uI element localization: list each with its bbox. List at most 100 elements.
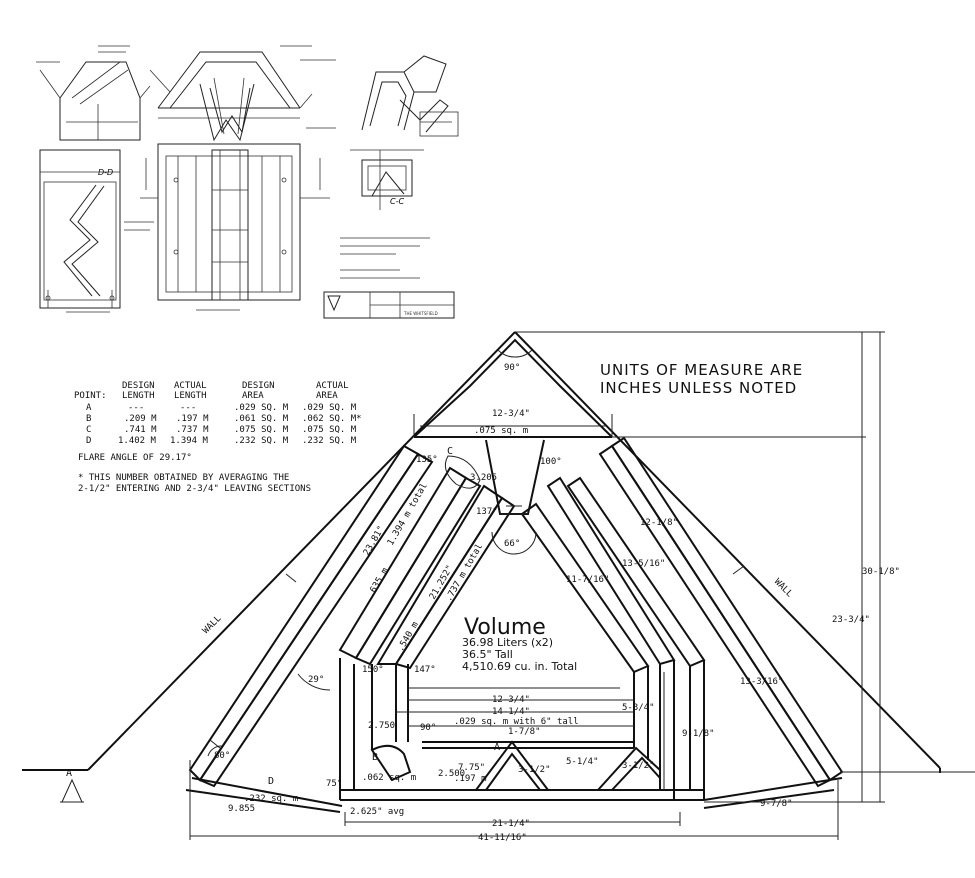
thumb-view-right — [350, 55, 459, 210]
row-d-design-area: .232 SQ. M — [234, 436, 289, 446]
units-note-line1: UNITS OF MEASURE ARE — [600, 361, 803, 379]
dim-2381: 23.81" — [362, 524, 387, 557]
dim-angle-80: 80° — [214, 751, 230, 761]
row-c-point: C — [86, 425, 91, 435]
row-d-point: D — [86, 436, 91, 446]
volume-block: Volume 36.98 Liters (x2) 36.5" Tall 4,51… — [462, 615, 577, 673]
dim-13-5-16: 13-5/16" — [622, 559, 665, 569]
col-point: POINT: — [74, 391, 107, 401]
wall-label-right: WALL — [772, 577, 794, 599]
wall-label-left: WALL — [201, 614, 223, 636]
row-a-design-length: --- — [128, 403, 144, 413]
dim-top-area: .075 sq. m — [474, 426, 528, 436]
col-actual-area-1: ACTUAL — [316, 381, 349, 391]
row-b-point: B — [86, 414, 91, 424]
dim-635: .635 m — [366, 566, 391, 599]
volume-title: Volume — [464, 615, 546, 640]
dim-14-1-4: 14-1/4" — [492, 707, 530, 717]
footnote-line2: 2-1/2" ENTERING AND 2-3/4" LEAVING SECTI… — [78, 484, 311, 494]
row-c-design-area: .075 SQ. M — [234, 425, 289, 435]
dim-13-3-16: 13-3/16" — [740, 677, 783, 687]
row-d-actual-length: 1.394 M — [170, 436, 209, 446]
dim-9-1-8: 9-1/8" — [682, 729, 715, 739]
dim-12-3-4-b: 12-3/4" — [492, 695, 530, 705]
thumb-label-dd: D-D — [98, 168, 113, 177]
dim-angle-150: 150° — [362, 665, 384, 675]
section-a-marker: A — [66, 768, 72, 779]
dim-angle-147: 147° — [414, 665, 436, 675]
design-table: DESIGN LENGTH ACTUAL LENGTH DESIGN AREA … — [74, 381, 362, 494]
dim-3-1-2-b: 3-1/2" — [622, 761, 655, 771]
thumb-view-bottom-middle — [140, 143, 330, 301]
volume-liters: 36.98 Liters (x2) — [462, 636, 553, 649]
dim-232: .232 sq. m — [244, 794, 298, 804]
flare-angle: FLARE ANGLE OF 29.17° — [78, 453, 192, 463]
dim-540: .540 m — [396, 620, 421, 653]
dim-21-1-4: 21-1/4" — [492, 819, 530, 829]
dim-23-3-4: 23-3/4" — [832, 615, 870, 625]
thumb-view-bottom-left — [39, 149, 121, 309]
dim-angle-135: 135° — [416, 455, 438, 465]
row-c-design-length: .741 M — [124, 425, 157, 435]
col-design-area-2: AREA — [242, 391, 264, 401]
dim-2625-avg: 2.625" avg — [350, 807, 404, 817]
dim-angle-90: 90° — [420, 723, 436, 733]
dim-41-11-16: 41-11/16" — [478, 833, 527, 843]
row-a-design-area: .029 SQ. M — [234, 403, 289, 413]
col-design-length-2: LENGTH — [122, 391, 155, 401]
row-b-actual-length: .197 M — [176, 414, 209, 424]
row-a-point: A — [86, 403, 92, 413]
dim-11-7-16: 11-7/16" — [566, 575, 609, 585]
row-c-actual-area: .075 SQ. M — [302, 425, 357, 435]
dim-apex-angle: 90° — [504, 363, 520, 373]
thumbnail-drawing-sheet: D-D — [36, 45, 459, 319]
volume-height: 36.5" Tall — [462, 648, 513, 661]
thumb-label-cc: C-C — [390, 197, 404, 206]
dim-1-7-8: 1-7/8" — [508, 727, 541, 737]
dim-2500: 2.500 — [438, 769, 465, 779]
row-c-actual-length: .737 M — [176, 425, 209, 435]
dim-197: .197 m — [454, 774, 487, 784]
dim-9-7-8: 9-7/8" — [760, 799, 793, 809]
col-actual-area-2: AREA — [316, 391, 338, 401]
col-design-area-1: DESIGN — [242, 381, 275, 391]
row-b-design-area: .061 SQ. M — [234, 414, 289, 424]
col-design-length-1: DESIGN — [122, 381, 155, 391]
dim-12-1-8: 12-1/8" — [640, 518, 678, 528]
dim-062: .062 sq. m — [362, 773, 416, 783]
row-a-actual-area: .029 SQ. M — [302, 403, 357, 413]
dim-angle-66: 66° — [504, 539, 520, 549]
horn-cross-section — [22, 331, 975, 840]
footnote-line1: * THIS NUMBER OBTAINED BY AVERAGING THE — [78, 473, 289, 483]
thumb-title-text: THE WHITSFIELD — [403, 311, 438, 316]
row-d-actual-area: .232 SQ. M — [302, 436, 357, 446]
dim-area-029: .029 sq. m with 6" tall — [454, 717, 579, 727]
point-d-label: D — [268, 776, 274, 787]
col-actual-length-1: ACTUAL — [174, 381, 207, 391]
row-b-design-length: .209 M — [124, 414, 157, 424]
row-b-actual-area: .062 SQ. M* — [302, 414, 362, 424]
dim-3205: 3.205 — [470, 473, 497, 483]
col-actual-length-2: LENGTH — [174, 391, 207, 401]
thumb-view-top-middle — [149, 51, 313, 142]
row-a-actual-length: --- — [180, 403, 196, 413]
units-note-line2: INCHES UNLESS NOTED — [600, 379, 797, 397]
dim-5-1-4: 5-1/4" — [566, 757, 599, 767]
dim-5-3-4: 5-3/4" — [622, 703, 655, 713]
dim-30-1-8: 30-1/8" — [862, 567, 900, 577]
dim-top-width: 12-3/4" — [492, 409, 530, 419]
volume-cubic-inches: 4,510.69 cu. in. Total — [462, 660, 577, 673]
dim-9855: 9.855 — [228, 804, 255, 814]
dim-angle-137: 137° — [476, 507, 498, 517]
dim-angle-75: 75° — [326, 779, 342, 789]
dim-3-1-2: 3-1/2" — [518, 765, 551, 775]
point-a-label: A — [494, 742, 500, 753]
row-d-design-length: 1.402 M — [118, 436, 157, 446]
thumb-view-top-left — [39, 61, 151, 141]
dim-2750: 2.750 — [368, 721, 395, 731]
point-c-label: C — [447, 446, 453, 457]
point-b-label: B — [372, 752, 378, 763]
dim-angle-29: 29° — [308, 675, 324, 685]
dim-angle-100: 100° — [540, 457, 562, 467]
